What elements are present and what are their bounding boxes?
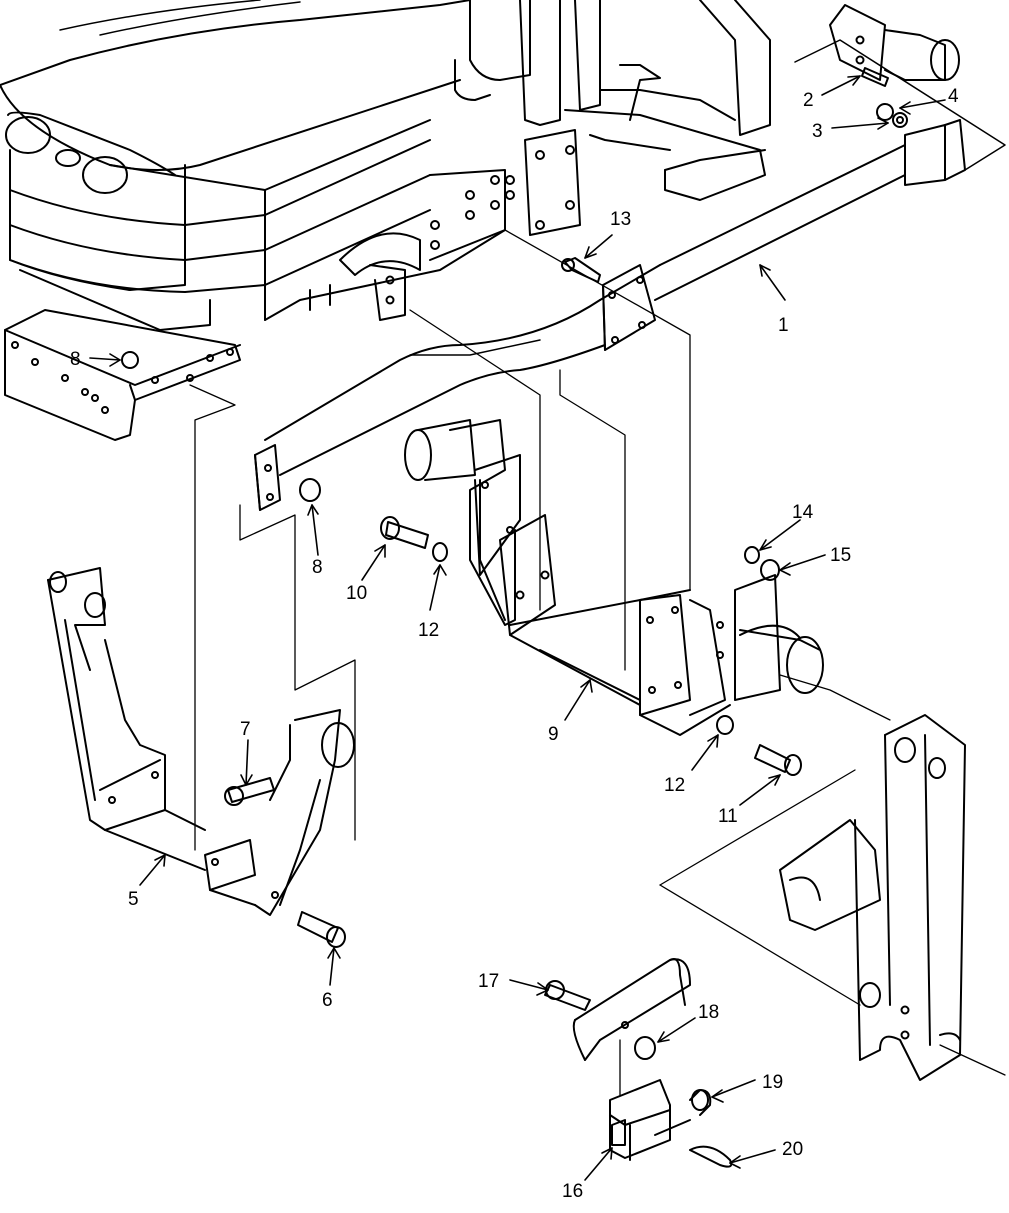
assembly-guide-lines [189,204,1006,1096]
callout-18: 18 [698,1002,719,1023]
latch-assembly [572,958,733,1168]
callout-12-lower: 12 [664,775,685,796]
callout-19: 19 [762,1072,783,1093]
callout-12-upper: 12 [418,620,439,641]
leader-arrows [89,75,946,1181]
callout-14: 14 [792,502,814,523]
callout-6: 6 [322,990,333,1011]
callout-labels: 1 2 3 4 5 6 7 8 8 9 10 11 12 12 13 14 15… [70,86,959,1202]
callout-5: 5 [128,889,139,910]
loader-upright-arm [779,714,966,1081]
callout-8-upper: 8 [70,349,81,370]
front-bumper-bracket [4,309,241,441]
callout-13: 13 [610,209,631,230]
tractor-hood [0,0,471,331]
tractor-side-panel [264,129,581,321]
callout-17: 17 [478,971,499,992]
callout-9: 9 [548,724,559,745]
callout-11: 11 [718,806,738,827]
part-5-lower-bracket [47,567,355,916]
callout-3: 3 [812,121,823,142]
tractor-exhaust-and-frame [454,0,771,201]
part-1-cross-beam [254,119,966,511]
callout-10: 10 [346,583,367,604]
callout-4: 4 [948,86,959,107]
callout-1: 1 [778,315,789,336]
callout-15: 15 [830,545,851,566]
part-9-subframe [404,419,824,736]
callout-16: 16 [562,1181,583,1202]
right-mount-plate-outline [794,4,1006,171]
callout-2: 2 [803,90,814,111]
callout-8-lower: 8 [312,557,323,578]
callout-7: 7 [240,719,251,740]
hardware-fasteners [121,67,908,1111]
callout-20: 20 [782,1139,803,1160]
